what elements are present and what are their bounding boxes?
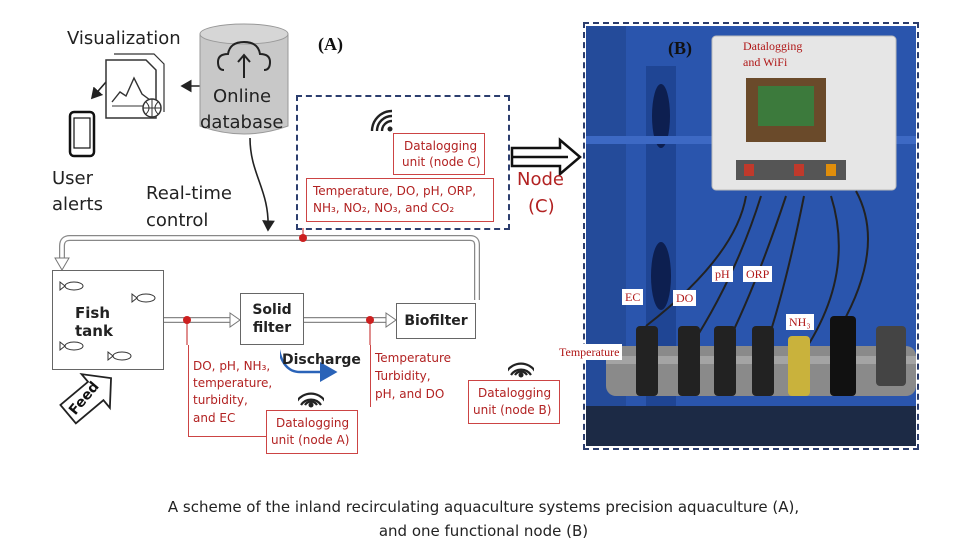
node-b-params-box: Temperature Turbidity, pH, and DO <box>370 345 466 407</box>
db-label-line1: Online <box>213 86 272 107</box>
node-a-unit-line1: Datalogging <box>276 416 350 430</box>
fish-icons <box>59 280 156 362</box>
node-b-unit-line2: unit (node B) <box>473 403 552 417</box>
wifi-icon-node-c <box>370 109 393 132</box>
node-c-params-line2: NH₃, NO₂, NO₃, and CO₂ <box>313 201 455 215</box>
node-a-param-3: turbidity, <box>193 393 248 407</box>
node-b-param-3: pH, and DO <box>375 387 445 401</box>
realtime-control-line1: Real-time <box>146 183 232 204</box>
node-b-unit-line1: Datalogging <box>478 386 552 400</box>
node-c-params-line1: Temperature, DO, pH, ORP, <box>313 184 477 198</box>
node-c-parameters-box: Temperature, DO, pH, ORP, NH₃, NO₂, NO₃,… <box>306 178 494 222</box>
ec-label: EC <box>622 289 644 305</box>
node-c-unit-line1: Datalogging <box>404 139 478 153</box>
biofilter-box: Biofilter <box>396 303 476 339</box>
panel-b-dashed-border <box>583 22 919 450</box>
datalogging-wifi-line2: and WiFi <box>743 55 788 69</box>
biofilter-label: Biofilter <box>404 313 468 329</box>
discharge-label: Discharge <box>282 352 361 368</box>
node-b-param-2: Turbidity, <box>375 369 431 383</box>
caption-line2: and one functional node (B) <box>378 522 589 540</box>
solid-filter-label-line2: filter <box>252 320 292 336</box>
visualization-label: Visualization <box>67 28 181 49</box>
db-label-line2: database <box>200 112 284 133</box>
node-c-dashed-box <box>296 95 510 230</box>
node-c-arrow-label-line2: (C) <box>528 196 555 217</box>
node-a-param-2: temperature, <box>193 376 273 390</box>
node-photo-illustration <box>586 26 916 446</box>
temperature-label: Temperature <box>556 344 623 360</box>
realtime-control-line2: control <box>146 210 209 231</box>
phone-icon <box>68 110 96 158</box>
node-a-unit-line2: unit (node A) <box>271 433 350 447</box>
nh3-label: NH₃ <box>786 314 814 330</box>
node-c-arrow-label-line1: Node <box>517 169 564 190</box>
user-alerts-line2: alerts <box>52 194 103 215</box>
solid-filter-box: Solid filter <box>240 293 304 345</box>
node-a-datalogging-unit: Datalogging unit (node A) <box>266 410 358 454</box>
db-to-control-arrow <box>249 137 275 232</box>
viz-to-phone-arrow <box>90 81 107 100</box>
node-b-datalogging-unit: Datalogging unit (node B) <box>468 380 560 424</box>
node-b-param-1: Temperature <box>375 351 452 365</box>
wifi-icon-node-b <box>508 362 534 378</box>
caption-line1: A scheme of the inland recirculating aqu… <box>167 498 800 516</box>
node-a-param-1: DO, pH, NH₃, <box>193 359 271 373</box>
do-label: DO <box>673 290 697 306</box>
user-alerts-line1: User <box>52 168 94 189</box>
node-a-params-box: DO, pH, NH₃, temperature, turbidity, and… <box>188 345 280 437</box>
orp-label: ORP <box>743 266 773 282</box>
wifi-icon-node-a <box>298 392 324 408</box>
panel-b-photo <box>586 26 916 446</box>
node-c-unit-line2: unit (node C) <box>402 155 481 169</box>
panel-b-label: (B) <box>668 38 692 58</box>
database-cylinder-icon <box>199 23 289 135</box>
feed-arrow <box>59 372 112 425</box>
node-c-datalogging-unit: Datalogging unit (node C) <box>393 133 485 175</box>
datalogging-wifi-line1: Datalogging <box>743 39 803 53</box>
panel-a-label: (A) <box>318 34 343 54</box>
solid-filter-label-line1: Solid <box>252 302 292 318</box>
figure-caption: A scheme of the inland recirculating aqu… <box>0 495 967 543</box>
return-pipe-inner <box>60 236 479 300</box>
fish-tank-label-line2: tank <box>75 322 113 340</box>
visualization-chart-icon <box>105 53 165 119</box>
fish-tank-label-line1: Fish <box>75 304 110 322</box>
node-a-param-4: and EC <box>193 411 236 425</box>
ph-label: pH <box>712 266 733 282</box>
